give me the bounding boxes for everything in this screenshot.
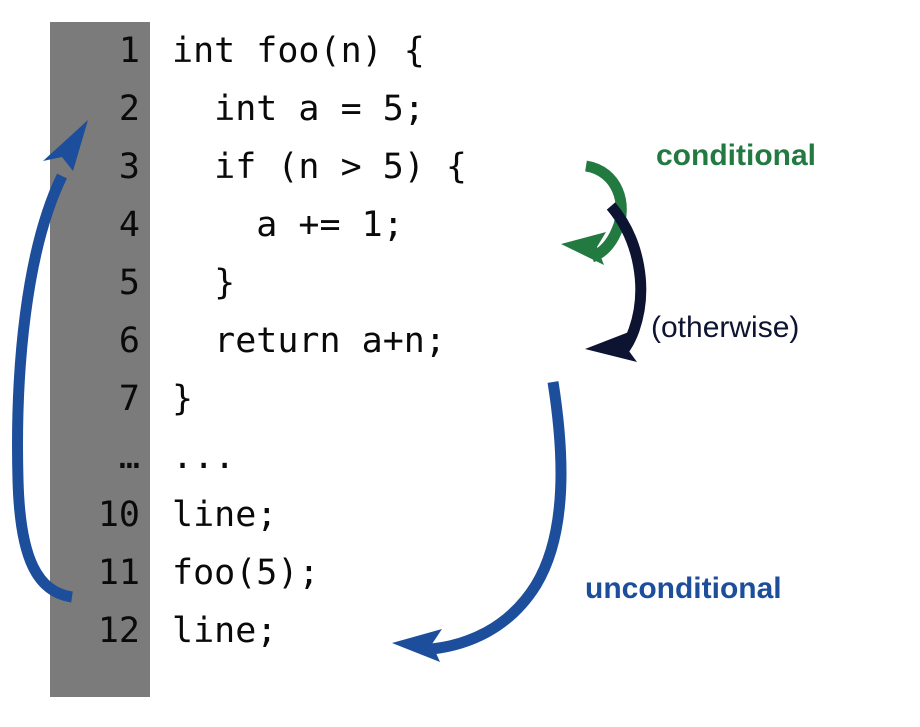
line-number: 6 bbox=[118, 321, 140, 361]
code-line-text: a += 1; bbox=[172, 205, 404, 245]
code-listing: 1 int foo(n) { 2 int a = 5; 3 if (n > 5)… bbox=[0, 22, 920, 697]
code-row: 11 foo(5); bbox=[0, 544, 920, 602]
code-row: 5 } bbox=[0, 254, 920, 312]
code-line-text: } bbox=[172, 379, 194, 419]
code-row: 12 line; bbox=[0, 602, 920, 660]
line-number: 7 bbox=[118, 379, 140, 419]
code-row: 1 int foo(n) { bbox=[0, 22, 920, 80]
line-number: 4 bbox=[118, 205, 140, 245]
line-number-ellipsis: … bbox=[118, 437, 140, 477]
line-number: 11 bbox=[97, 553, 140, 593]
code-line-text: line; bbox=[172, 611, 278, 651]
code-row: 3 if (n > 5) { bbox=[0, 138, 920, 196]
unconditional-label: unconditional bbox=[585, 572, 782, 605]
line-number: 2 bbox=[118, 89, 140, 129]
line-number: 3 bbox=[118, 147, 140, 187]
code-line-text: } bbox=[172, 263, 236, 303]
code-line-text: return a+n; bbox=[172, 321, 446, 361]
code-row: 2 int a = 5; bbox=[0, 80, 920, 138]
conditional-label: conditional bbox=[656, 139, 816, 172]
code-line-text: int a = 5; bbox=[172, 89, 425, 129]
line-number: 12 bbox=[97, 611, 140, 651]
code-line-text: if (n > 5) { bbox=[172, 147, 468, 187]
code-row: 7 } bbox=[0, 370, 920, 428]
code-line-text: foo(5); bbox=[172, 553, 320, 593]
code-line-text: int foo(n) { bbox=[172, 31, 425, 71]
code-line-text: ... bbox=[172, 437, 236, 477]
line-number: 10 bbox=[97, 495, 140, 535]
code-row: … ... bbox=[0, 428, 920, 486]
otherwise-label: (otherwise) bbox=[651, 311, 800, 344]
code-row: 6 return a+n; bbox=[0, 312, 920, 370]
line-number: 1 bbox=[118, 31, 140, 71]
code-row: 4 a += 1; bbox=[0, 196, 920, 254]
code-row: 10 line; bbox=[0, 486, 920, 544]
code-line-text: line; bbox=[172, 495, 278, 535]
line-number: 5 bbox=[118, 263, 140, 303]
